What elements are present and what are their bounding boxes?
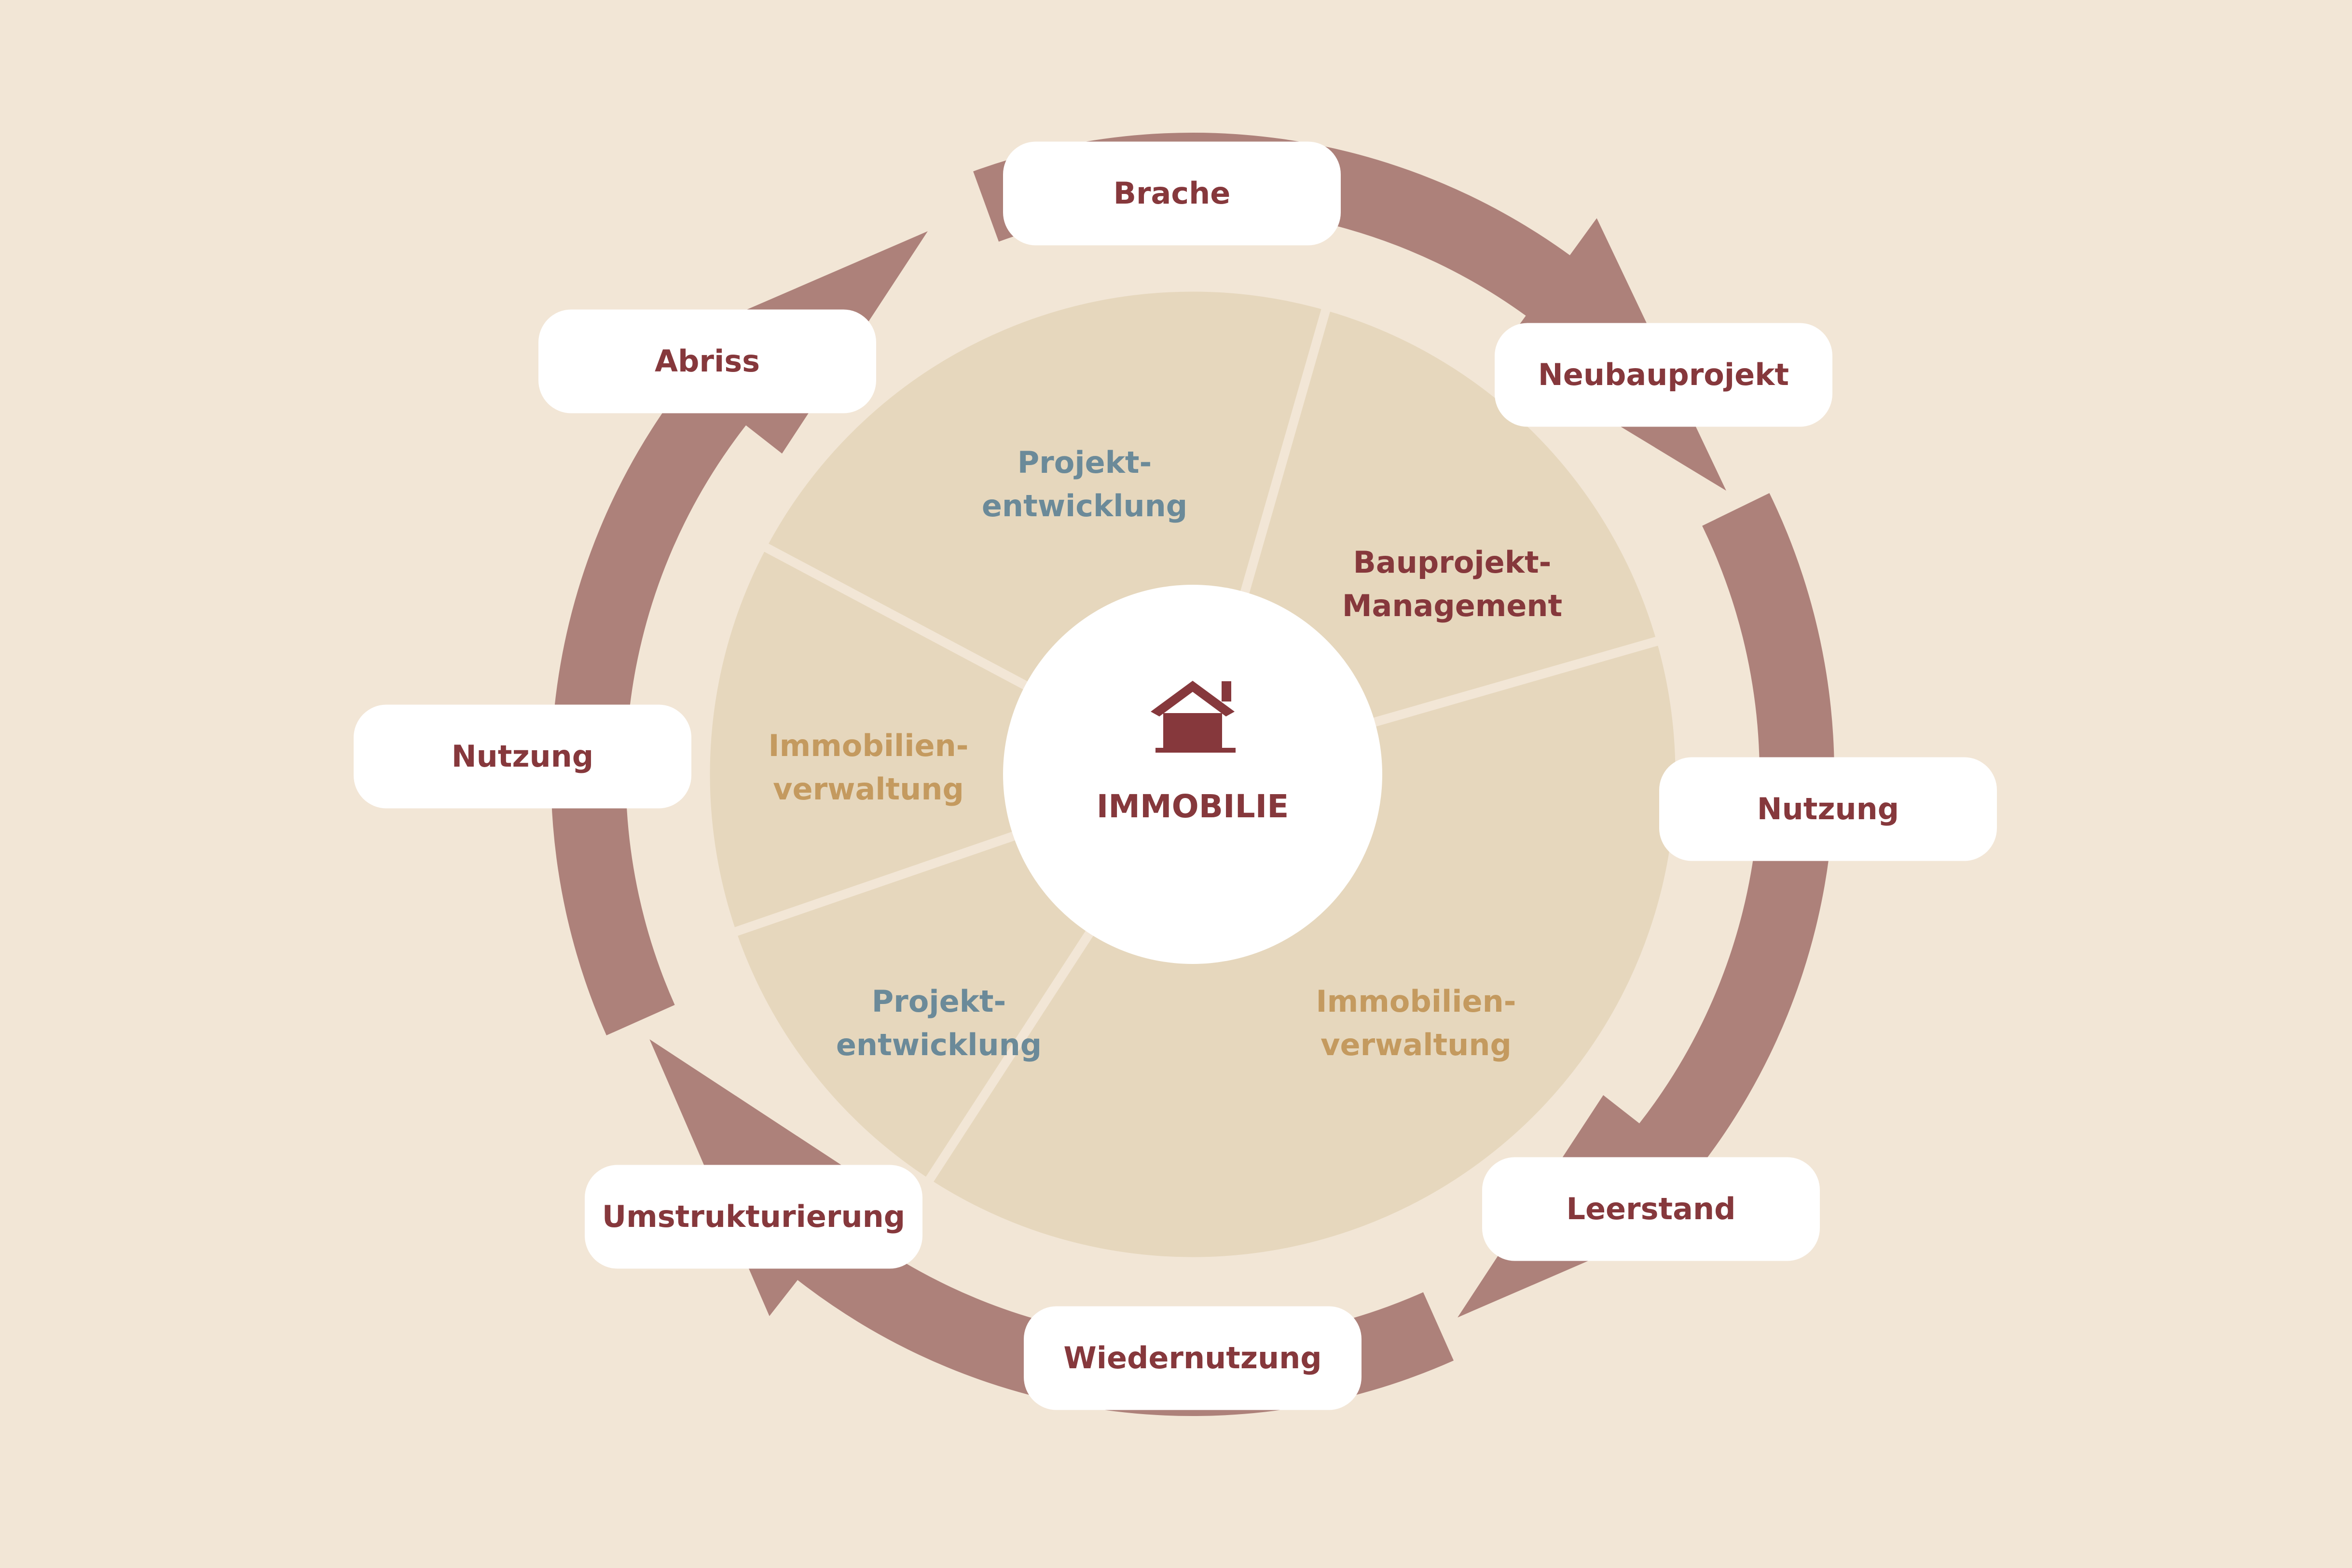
stage-label: Nutzung (1757, 791, 1899, 826)
segment-label-line: verwaltung (1320, 1027, 1512, 1062)
segment-label-projektentwicklung-bottom: Projekt-entwicklung (836, 984, 1042, 1062)
segment-label-line: Projekt- (1018, 445, 1152, 480)
stage-label: Wiedernutzung (1063, 1340, 1321, 1375)
house-icon (1151, 681, 1236, 753)
segment-label-line: Immobilien- (1316, 984, 1516, 1019)
cycle-arrow-2 (1458, 493, 1835, 1318)
stage-leerstand: Leerstand (1482, 1157, 1820, 1261)
stage-wiedernutzung: Wiedernutzung (1024, 1306, 1362, 1410)
stage-label: Umstrukturierung (602, 1199, 905, 1234)
stage-box (1003, 141, 1341, 246)
center-label: IMMOBILIE (1097, 788, 1289, 825)
segment-label-line: entwicklung (836, 1027, 1042, 1062)
segment-label-immobilienverwaltung-left: Immobilien-verwaltung (769, 728, 969, 807)
stage-box (1659, 757, 1997, 861)
segment-immobilienverwaltung-left (701, 539, 1204, 939)
center-core: IMMOBILIE (1003, 585, 1382, 964)
stage-nutzung-left: Nutzung (354, 704, 691, 809)
stage-box (1495, 323, 1832, 427)
segment-label-line: Projekt- (872, 984, 1006, 1019)
stage-label: Neubauprojekt (1538, 357, 1789, 392)
segment-label-line: Immobilien- (769, 728, 969, 763)
stage-brache: Brache (1003, 141, 1341, 246)
stage-box (538, 309, 876, 413)
segment-label-line: verwaltung (773, 771, 964, 807)
segment-label-line: entwicklung (982, 488, 1187, 523)
cycle-stage-labels: BracheNeubauprojektNutzungLeerstandWiede… (354, 141, 1997, 1410)
center-circle (1003, 585, 1382, 964)
stage-umstrukturierung: Umstrukturierung (585, 1165, 922, 1269)
stage-box (585, 1165, 922, 1269)
stage-label: Abriss (655, 344, 760, 379)
segment-label-line: Management (1342, 588, 1562, 623)
stage-label: Brache (1114, 176, 1231, 211)
stage-box (354, 704, 691, 809)
stage-abriss: Abriss (538, 309, 876, 413)
segment-label-immobilienverwaltung-bottom: Immobilien-verwaltung (1316, 984, 1516, 1062)
segment-label-projektentwicklung-top: Projekt-entwicklung (982, 445, 1187, 523)
segment-label-bauprojekt-management: Bauprojekt- Management (1342, 545, 1562, 623)
stage-label: Leerstand (1566, 1191, 1735, 1226)
stage-box (1024, 1306, 1362, 1410)
stage-label: Nutzung (452, 739, 593, 774)
stage-nutzung-right: Nutzung (1659, 757, 1997, 861)
stage-box (1482, 1157, 1820, 1261)
stage-neubauprojekt: Neubauprojekt (1495, 323, 1832, 427)
segment-label-line: Bauprojekt- (1353, 545, 1552, 580)
